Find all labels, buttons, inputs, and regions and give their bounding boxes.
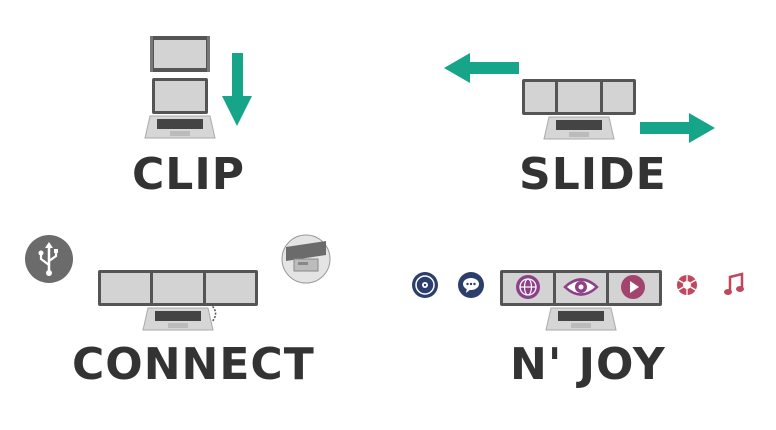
enjoy-label: N' JOY [510,339,666,390]
play-icon [621,275,645,299]
slide-left-arrow [444,53,519,83]
chat-icon [458,272,484,298]
usb-port-icon [281,234,331,284]
clip-label: CLIP [132,149,245,200]
disc-icon [412,272,438,298]
connect-laptop-illustration [98,270,258,331]
clip-laptop-illustration [144,78,216,139]
eye-icon [563,278,599,296]
globe-icon [516,275,540,299]
clip-down-arrow [222,53,252,126]
music-note-icon [724,272,744,295]
slide-right-arrow [640,113,715,143]
connect-label: CONNECT [72,339,315,390]
clip-monitor-illustration [150,36,210,72]
slide-laptop-illustration [522,79,636,140]
camera-aperture-icon [677,275,697,295]
slide-label: SLIDE [519,149,667,200]
usb-icon [25,235,73,283]
